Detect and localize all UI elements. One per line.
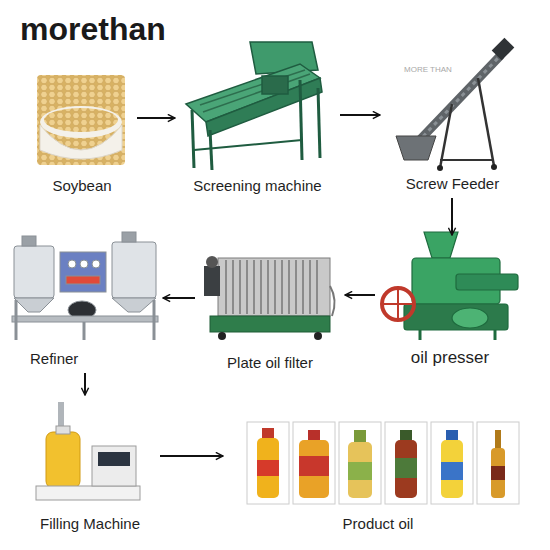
flow-arrow xyxy=(163,297,195,299)
stage-caption-group: Refiner xyxy=(8,350,158,368)
screw-feeder xyxy=(396,38,514,171)
process-stage: Product oil xyxy=(228,415,528,533)
process-stage: Plate oil filter xyxy=(200,245,340,372)
stage-label: Product oil xyxy=(343,515,414,533)
flow-arrow xyxy=(451,198,453,235)
screening-machine xyxy=(186,42,322,170)
plate-filter-machine xyxy=(204,256,335,340)
stage-caption-group: Soybean xyxy=(32,177,132,195)
stage-label: Refiner xyxy=(30,350,78,368)
stage-caption-group: Product oil xyxy=(228,515,528,533)
stage-caption-group: Screw Feeder xyxy=(385,175,520,193)
refiner-machine xyxy=(12,232,158,340)
process-stage: Refiner xyxy=(8,228,158,368)
stage-caption-group: oil presser xyxy=(380,348,520,368)
stage-label: Filling Machine xyxy=(40,515,140,533)
stage-label: oil presser xyxy=(411,348,489,368)
soybean-photo xyxy=(37,75,125,165)
flow-arrow xyxy=(345,294,375,296)
process-stage: Screening machine xyxy=(180,35,335,195)
stage-label: Screening machine xyxy=(193,177,321,195)
brand-logo: morethan xyxy=(20,12,166,47)
process-stage: Filling Machine xyxy=(25,400,155,533)
watermark: MORE THAN xyxy=(404,66,452,75)
flow-arrow xyxy=(84,373,86,395)
flow-arrow xyxy=(340,114,380,116)
flow-arrow xyxy=(160,455,223,457)
process-stage: Soybean xyxy=(32,70,132,195)
flow-arrow xyxy=(137,117,175,119)
filling-machine xyxy=(36,402,140,500)
stage-caption-group: Screening machine xyxy=(180,177,335,195)
stage-caption-group: Filling Machine xyxy=(25,515,155,533)
stage-label: Plate oil filter xyxy=(227,354,313,372)
oil-press-machine xyxy=(382,232,518,340)
oil-bottles xyxy=(247,422,519,504)
process-stage: Screw Feeder xyxy=(385,35,520,193)
stage-label: Screw Feeder xyxy=(406,175,499,193)
stage-caption-group: Plate oil filter xyxy=(200,354,340,372)
stage-label: Soybean xyxy=(52,177,111,195)
process-stage: oil presser xyxy=(380,240,520,368)
